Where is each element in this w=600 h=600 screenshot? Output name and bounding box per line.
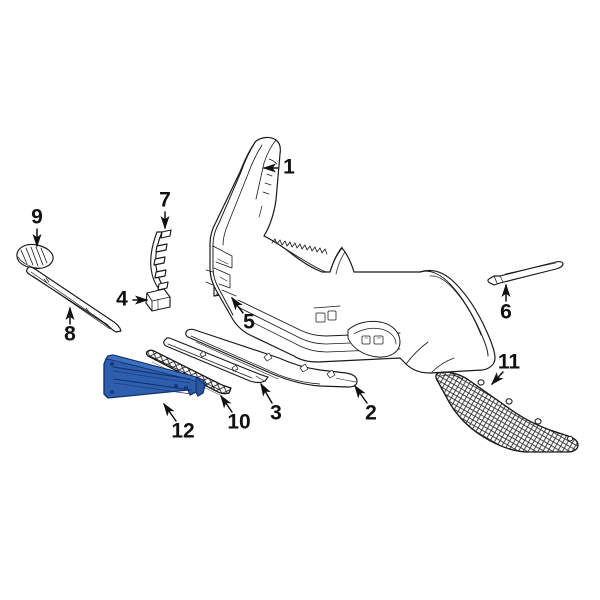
callout-label-5[interactable]: 5 [243, 311, 255, 334]
callout-label-11[interactable]: 11 [498, 351, 521, 374]
callout-arrow-11 [490, 371, 504, 386]
callout-number-layer: 1 2 3 4 5 6 7 8 9 10 11 12 [31, 156, 520, 443]
callout-arrow-10 [220, 394, 233, 413]
part-12-license-plate-bracket[interactable] [103, 354, 206, 399]
callout-label-7[interactable]: 7 [159, 189, 171, 212]
part-9-tow-hook-cover-cap[interactable] [16, 243, 54, 270]
part-7-curved-side-bracket[interactable] [150, 229, 172, 291]
callout-label-10[interactable]: 10 [227, 411, 250, 434]
part-11-side-mesh-grille[interactable] [435, 371, 579, 453]
part-2-lower-valance-spoiler[interactable] [185, 328, 358, 388]
part-3-lower-bumper-trim-molding[interactable] [163, 337, 269, 384]
part-6-side-trim-strip[interactable] [487, 261, 564, 286]
callout-arrow-12 [163, 402, 177, 422]
callout-label-8[interactable]: 8 [64, 323, 76, 346]
callout-label-4[interactable]: 4 [116, 288, 128, 311]
callout-label-1[interactable]: 1 [283, 156, 295, 179]
callout-arrow-5 [231, 296, 244, 314]
callout-arrow-2 [354, 384, 368, 404]
callout-label-3[interactable]: 3 [270, 402, 282, 425]
callout-layer [32, 163, 511, 422]
callout-label-6[interactable]: 6 [500, 301, 512, 324]
callout-arrow-3 [260, 382, 273, 404]
callout-label-12[interactable]: 12 [171, 420, 194, 443]
part-8-lower-molding-strip[interactable] [26, 266, 122, 333]
callout-label-9[interactable]: 9 [31, 206, 43, 229]
part-4-bumper-retainer-clip[interactable] [145, 288, 171, 312]
callout-label-2[interactable]: 2 [365, 402, 377, 425]
part-1-front-bumper-cover[interactable] [205, 136, 496, 374]
